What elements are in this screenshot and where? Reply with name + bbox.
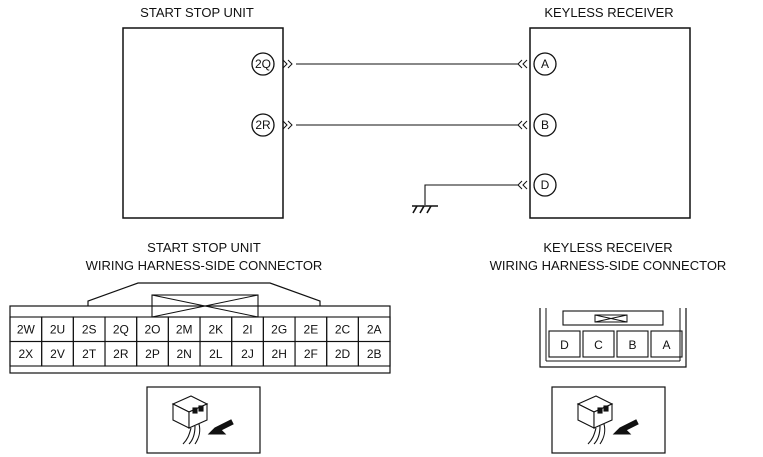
start-stop-connector: 2W 2U 2S 2Q 2O 2M 2K 2I 2G 2E 2C 2A 2X 2V 2T 2R 2P 2N 2L 2J… <box>9 282 391 374</box>
keyless-connector-pin-label: C <box>594 338 603 352</box>
start-stop-connector-pin-label: 2L <box>209 347 223 361</box>
probe-icon-left <box>146 386 261 454</box>
keyless-receiver-title: KEYLESS RECEIVER <box>544 5 673 20</box>
start-stop-connector-pin-label: 2H <box>272 347 287 361</box>
start-stop-connector-pin-label: 2P <box>145 347 160 361</box>
keyless-connector-cell <box>548 330 581 358</box>
keyless-connector-pin-label: B <box>628 338 636 352</box>
ground-icon <box>412 205 438 214</box>
start-stop-connector-pin-label: 2D <box>335 347 351 361</box>
keyless-receiver-box <box>529 27 691 219</box>
start-stop-connector-pin-label: 2B <box>367 347 382 361</box>
start-stop-connector-pin-label: 2T <box>82 347 97 361</box>
start-stop-connector-pin-label: 2U <box>50 322 65 336</box>
keyless-connector-latch <box>594 314 628 323</box>
terminal-2q-label: 2Q <box>255 57 271 71</box>
connector-symbols <box>282 59 528 190</box>
keyless-connector-title-1: KEYLESS RECEIVER <box>543 240 672 255</box>
keyless-connector-cell <box>616 330 649 358</box>
connector-symbol-2q <box>282 59 293 69</box>
start-stop-connector-pin-label: 2C <box>335 322 351 336</box>
terminal-d <box>533 173 557 197</box>
terminal-2r <box>251 113 275 137</box>
keyless-connector-cell <box>582 330 615 358</box>
connector-symbol-2r <box>282 120 293 130</box>
start-stop-connector-hood <box>87 282 321 306</box>
terminal-2q <box>251 52 275 76</box>
keyless-connector-cell <box>650 330 683 358</box>
start-stop-connector-pin-label: 2N <box>177 347 192 361</box>
start-stop-connector-pin-label: 2S <box>82 322 97 336</box>
terminal-a <box>533 52 557 76</box>
start-stop-connector-pin-label: 2X <box>18 347 33 361</box>
start-stop-unit-title: START STOP UNIT <box>140 5 254 20</box>
terminal-a-label: A <box>541 57 549 71</box>
start-stop-connector-pin-label: 2M <box>176 322 193 336</box>
start-stop-connector-pin-label: 2K <box>209 322 224 336</box>
start-stop-connector-pin-label: 2R <box>113 347 129 361</box>
start-stop-unit-box <box>122 27 284 219</box>
wires <box>296 63 518 205</box>
probe-icon-right <box>551 386 666 454</box>
start-stop-connector-pin-label: 2Q <box>113 322 129 336</box>
start-stop-connector-cell <box>357 340 391 367</box>
start-stop-connector-pin-label: 2E <box>304 322 319 336</box>
connector-symbol-b <box>517 120 528 130</box>
start-stop-connector-pin-label: 2J <box>241 347 254 361</box>
start-stop-connector-pin-label: 2V <box>50 347 65 361</box>
terminal-d-label: D <box>541 178 550 192</box>
start-stop-connector-title-2: WIRING HARNESS-SIDE CONNECTOR <box>86 258 323 273</box>
start-stop-connector-pin-label: 2G <box>271 322 287 336</box>
connector-symbol-d <box>517 180 528 190</box>
start-stop-connector-pin-label: 2A <box>367 322 382 336</box>
keyless-connector-title-2: WIRING HARNESS-SIDE CONNECTOR <box>490 258 727 273</box>
start-stop-connector-pin-label: 2W <box>17 322 36 336</box>
keyless-connector-pin-label: D <box>560 338 569 352</box>
keyless-connector-latch-frame <box>562 310 664 326</box>
start-stop-connector-pin-label: 2O <box>145 322 161 336</box>
keyless-connector-pin-label: A <box>662 338 670 352</box>
keyless-connector-housing <box>539 308 687 368</box>
terminal-b-label: B <box>541 118 549 132</box>
connector-symbol-a <box>517 59 528 69</box>
start-stop-connector-pin-label: 2I <box>243 322 253 336</box>
start-stop-connector-pin-label: 2F <box>304 347 318 361</box>
terminal-2r-label: 2R <box>255 118 271 132</box>
start-stop-connector-title-1: START STOP UNIT <box>147 240 261 255</box>
wire-d-ground <box>424 184 518 205</box>
terminal-b <box>533 113 557 137</box>
